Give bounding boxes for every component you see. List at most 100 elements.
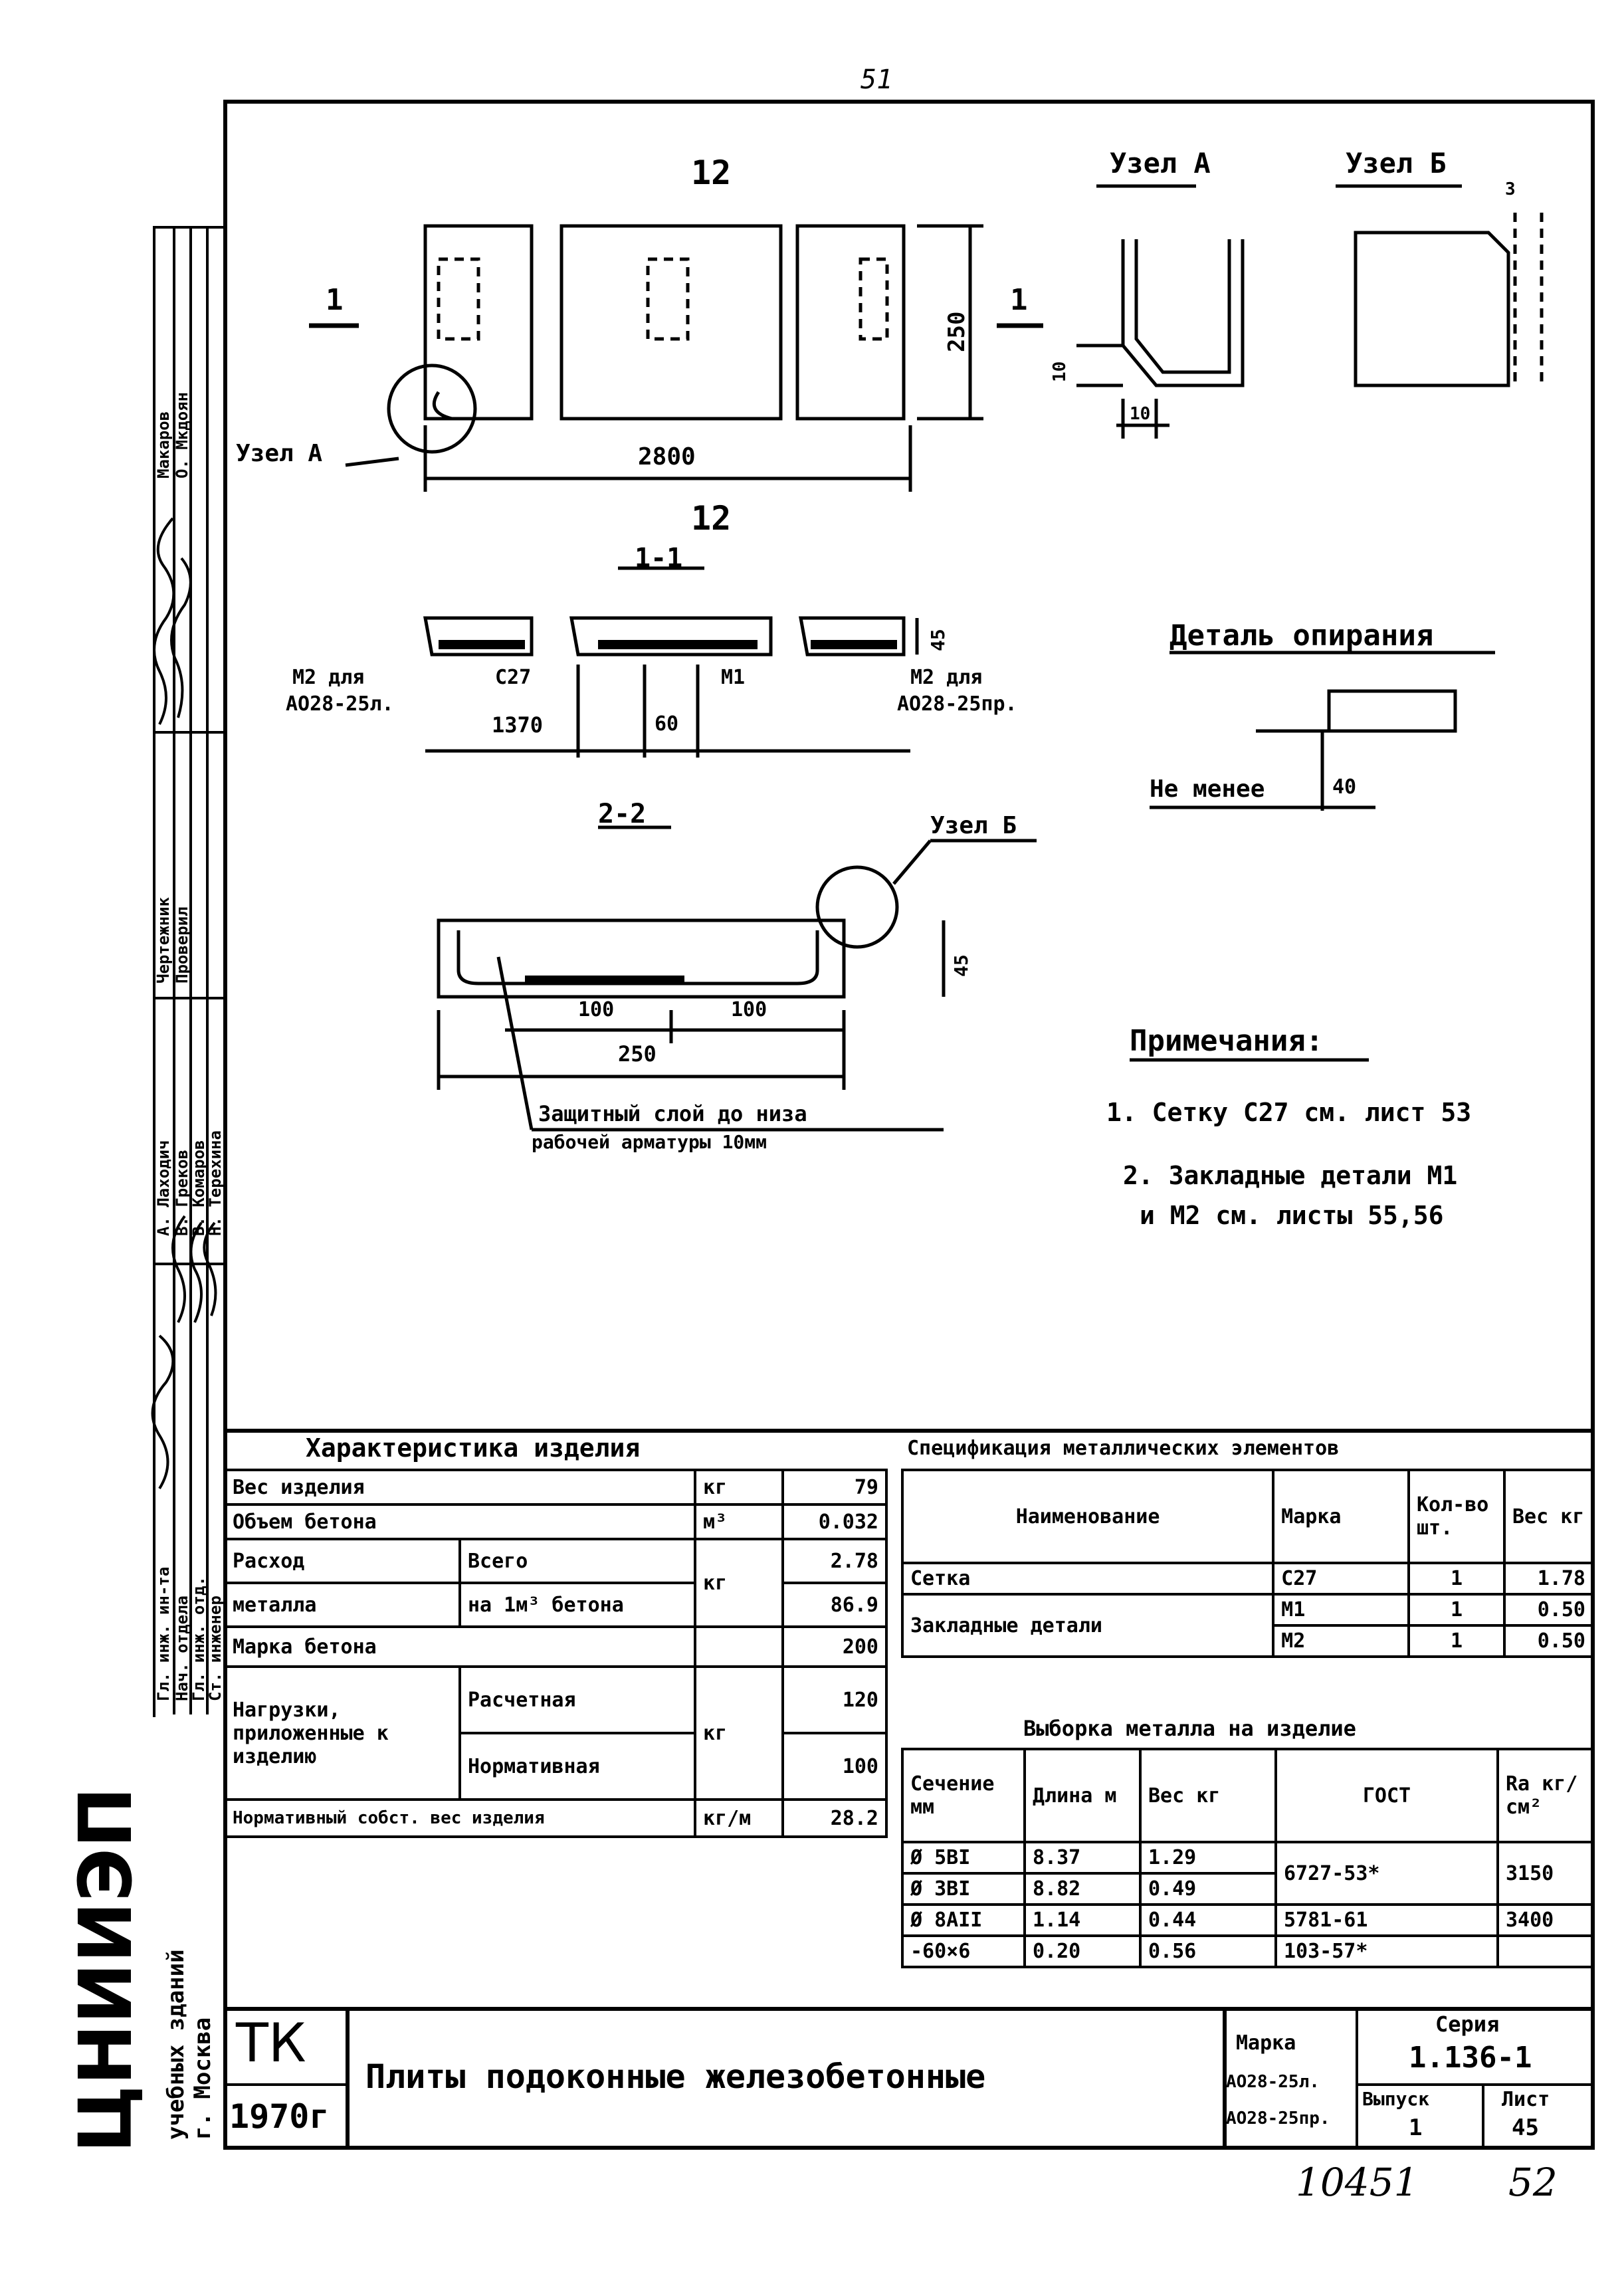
spec-cell-2-2: 1 bbox=[1407, 1624, 1506, 1658]
spec-cell-1-0: Закладные детали bbox=[900, 1593, 1275, 1658]
node-b-callout: Узел Б bbox=[930, 812, 1017, 839]
mark-2: АО28-25пр. bbox=[1226, 2109, 1330, 2128]
m2-right-1: М2 для bbox=[910, 666, 983, 689]
metal-header-length: Длина м bbox=[1023, 1748, 1142, 1843]
spec-header-mark: Марка bbox=[1272, 1469, 1410, 1564]
spec-cell-1-2: 1 bbox=[1407, 1593, 1506, 1627]
mark-label: Марка bbox=[1236, 2031, 1296, 2055]
org-logo: ЦНИИЭП bbox=[63, 1786, 148, 2153]
metal-cell-2-1: 1.14 bbox=[1023, 1903, 1142, 1937]
spec-cell-0-1: С27 bbox=[1272, 1562, 1410, 1596]
not-less-label: Не менее bbox=[1150, 776, 1265, 803]
metal-cell-3-2: 0.56 bbox=[1139, 1934, 1277, 1968]
org-sub-1: учебных зданий bbox=[163, 1949, 189, 2140]
char-unit-4 bbox=[693, 1625, 784, 1668]
node-a-dim-2: 10 bbox=[1130, 404, 1151, 424]
char-value-3: 86.9 bbox=[781, 1582, 888, 1628]
char-label-2: Расход bbox=[223, 1538, 461, 1584]
char-value-5: 120 bbox=[781, 1665, 888, 1734]
metal-cell-2-4: 3400 bbox=[1496, 1903, 1595, 1937]
metal-table-title: Выборка металла на изделие bbox=[1023, 1716, 1356, 1741]
c27-label: С27 bbox=[495, 666, 532, 689]
sheet-label: Лист bbox=[1502, 2088, 1550, 2111]
dim-100-a: 100 bbox=[578, 998, 615, 1021]
metal-cell-0-0: Ø 5BI bbox=[901, 1841, 1026, 1875]
metal-header-gost: ГОСТ bbox=[1274, 1748, 1499, 1843]
char-value-4: 200 bbox=[781, 1625, 888, 1668]
protective-layer-1: Защитный слой до низа bbox=[538, 1101, 807, 1126]
char-sub-3: на 1м³ бетона bbox=[458, 1582, 696, 1628]
page-number-bottom: 52 bbox=[1508, 2160, 1558, 2205]
archive-number: 10451 bbox=[1296, 2160, 1419, 2205]
spec-cell-1-3: 0.50 bbox=[1503, 1593, 1595, 1627]
metal-cell-0-3: 6727-53* bbox=[1274, 1841, 1499, 1906]
spec-table: Наименование Марка Кол-во шт. Вес кг Сет… bbox=[900, 1469, 1595, 1658]
spec-cell-2-3: 0.50 bbox=[1503, 1624, 1595, 1658]
year-label: 1970г bbox=[229, 2097, 330, 2136]
sheet-value: 45 bbox=[1512, 2115, 1539, 2141]
section-1-1: 1-1 bbox=[635, 543, 683, 573]
char-sub-6: Нормативная bbox=[458, 1732, 696, 1801]
note-1: 1. Сетку С27 см. лист 53 bbox=[1106, 1098, 1472, 1127]
note-2b: и М2 см. листы 55,56 bbox=[1140, 1201, 1444, 1230]
dim-250: 250 bbox=[618, 1041, 657, 1067]
drawing-frame bbox=[223, 100, 1595, 2150]
panel-mid bbox=[559, 224, 783, 421]
metal-header-section: Сечение мм bbox=[901, 1748, 1026, 1843]
panel-left bbox=[423, 224, 534, 421]
metal-cell-2-3: 5781-61 bbox=[1274, 1903, 1499, 1937]
protective-layer-2: рабочей арматуры 10мм bbox=[532, 1131, 767, 1153]
view-label-mid: 12 bbox=[691, 499, 732, 538]
char-value-6: 100 bbox=[781, 1732, 888, 1801]
dim-100-b: 100 bbox=[731, 998, 767, 1021]
char-label-4: Марка бетона bbox=[223, 1625, 696, 1668]
spec-cell-2-1: М2 bbox=[1272, 1624, 1410, 1658]
panel-right bbox=[795, 224, 906, 421]
metal-table: Сечение мм Длина м Вес кг ГОСТ Rа кг/см²… bbox=[901, 1748, 1595, 1968]
char-unit-5: кг bbox=[693, 1665, 784, 1801]
dim-length: 2800 bbox=[638, 443, 696, 470]
char-unit-2: кг bbox=[693, 1538, 784, 1628]
metal-cell-2-2: 0.44 bbox=[1139, 1903, 1277, 1937]
spec-header-name: Наименование bbox=[900, 1469, 1275, 1564]
support-detail-title: Деталь опирания bbox=[1169, 619, 1434, 653]
section-2-2: 2-2 bbox=[598, 799, 647, 829]
spec-cell-0-0: Сетка bbox=[900, 1562, 1275, 1596]
metal-cell-3-0: -60×6 bbox=[901, 1934, 1026, 1968]
m2-left-2: АО28-25л. bbox=[286, 692, 394, 716]
char-value-1: 0.032 bbox=[781, 1503, 888, 1540]
char-table-title: Характеристика изделия bbox=[306, 1433, 641, 1463]
metal-cell-0-2: 1.29 bbox=[1139, 1841, 1277, 1875]
spec-table-title: Спецификация металлических элементов bbox=[907, 1437, 1340, 1460]
metal-cell-3-3: 103-57* bbox=[1274, 1934, 1499, 1968]
node-b-dim: 3 bbox=[1505, 179, 1516, 199]
metal-cell-1-2: 0.49 bbox=[1139, 1872, 1277, 1906]
issue-label: Выпуск bbox=[1362, 2088, 1430, 2110]
node-a-title: Узел А bbox=[1110, 147, 1211, 179]
spec-cell-0-3: 1.78 bbox=[1503, 1562, 1595, 1596]
issue-value: 1 bbox=[1409, 2115, 1423, 2141]
spec-cell-1-1: М1 bbox=[1272, 1593, 1410, 1627]
note-2a: 2. Закладные детали М1 bbox=[1123, 1161, 1458, 1190]
m2-left-1: М2 для bbox=[292, 666, 365, 689]
page-number-top: 51 bbox=[861, 64, 893, 95]
spec-header-weight: Вес кг bbox=[1503, 1469, 1595, 1564]
tk-label: ТК bbox=[236, 2012, 306, 2074]
char-label-7: Нормативный собст. вес изделия bbox=[223, 1798, 696, 1838]
char-sub-2: Всего bbox=[458, 1538, 696, 1584]
metal-cell-1-0: Ø 3BI bbox=[901, 1872, 1026, 1906]
series-label: Серия bbox=[1435, 2012, 1500, 2037]
metal-header-ra: Rа кг/см² bbox=[1496, 1748, 1595, 1843]
char-value-2: 2.78 bbox=[781, 1538, 888, 1584]
char-label-5: Нагрузки, приложенные к изделию bbox=[223, 1665, 461, 1801]
metal-cell-1-1: 8.82 bbox=[1023, 1872, 1142, 1906]
char-value-7: 28.2 bbox=[781, 1798, 888, 1838]
char-sub-5: Расчетная bbox=[458, 1665, 696, 1734]
org-sub-2: г. Москва bbox=[189, 2017, 216, 2140]
metal-cell-0-4: 3150 bbox=[1496, 1841, 1595, 1906]
char-unit-0: кг bbox=[693, 1469, 784, 1506]
metal-cell-3-1: 0.20 bbox=[1023, 1934, 1142, 1968]
metal-header-weight: Вес кг bbox=[1139, 1748, 1277, 1843]
